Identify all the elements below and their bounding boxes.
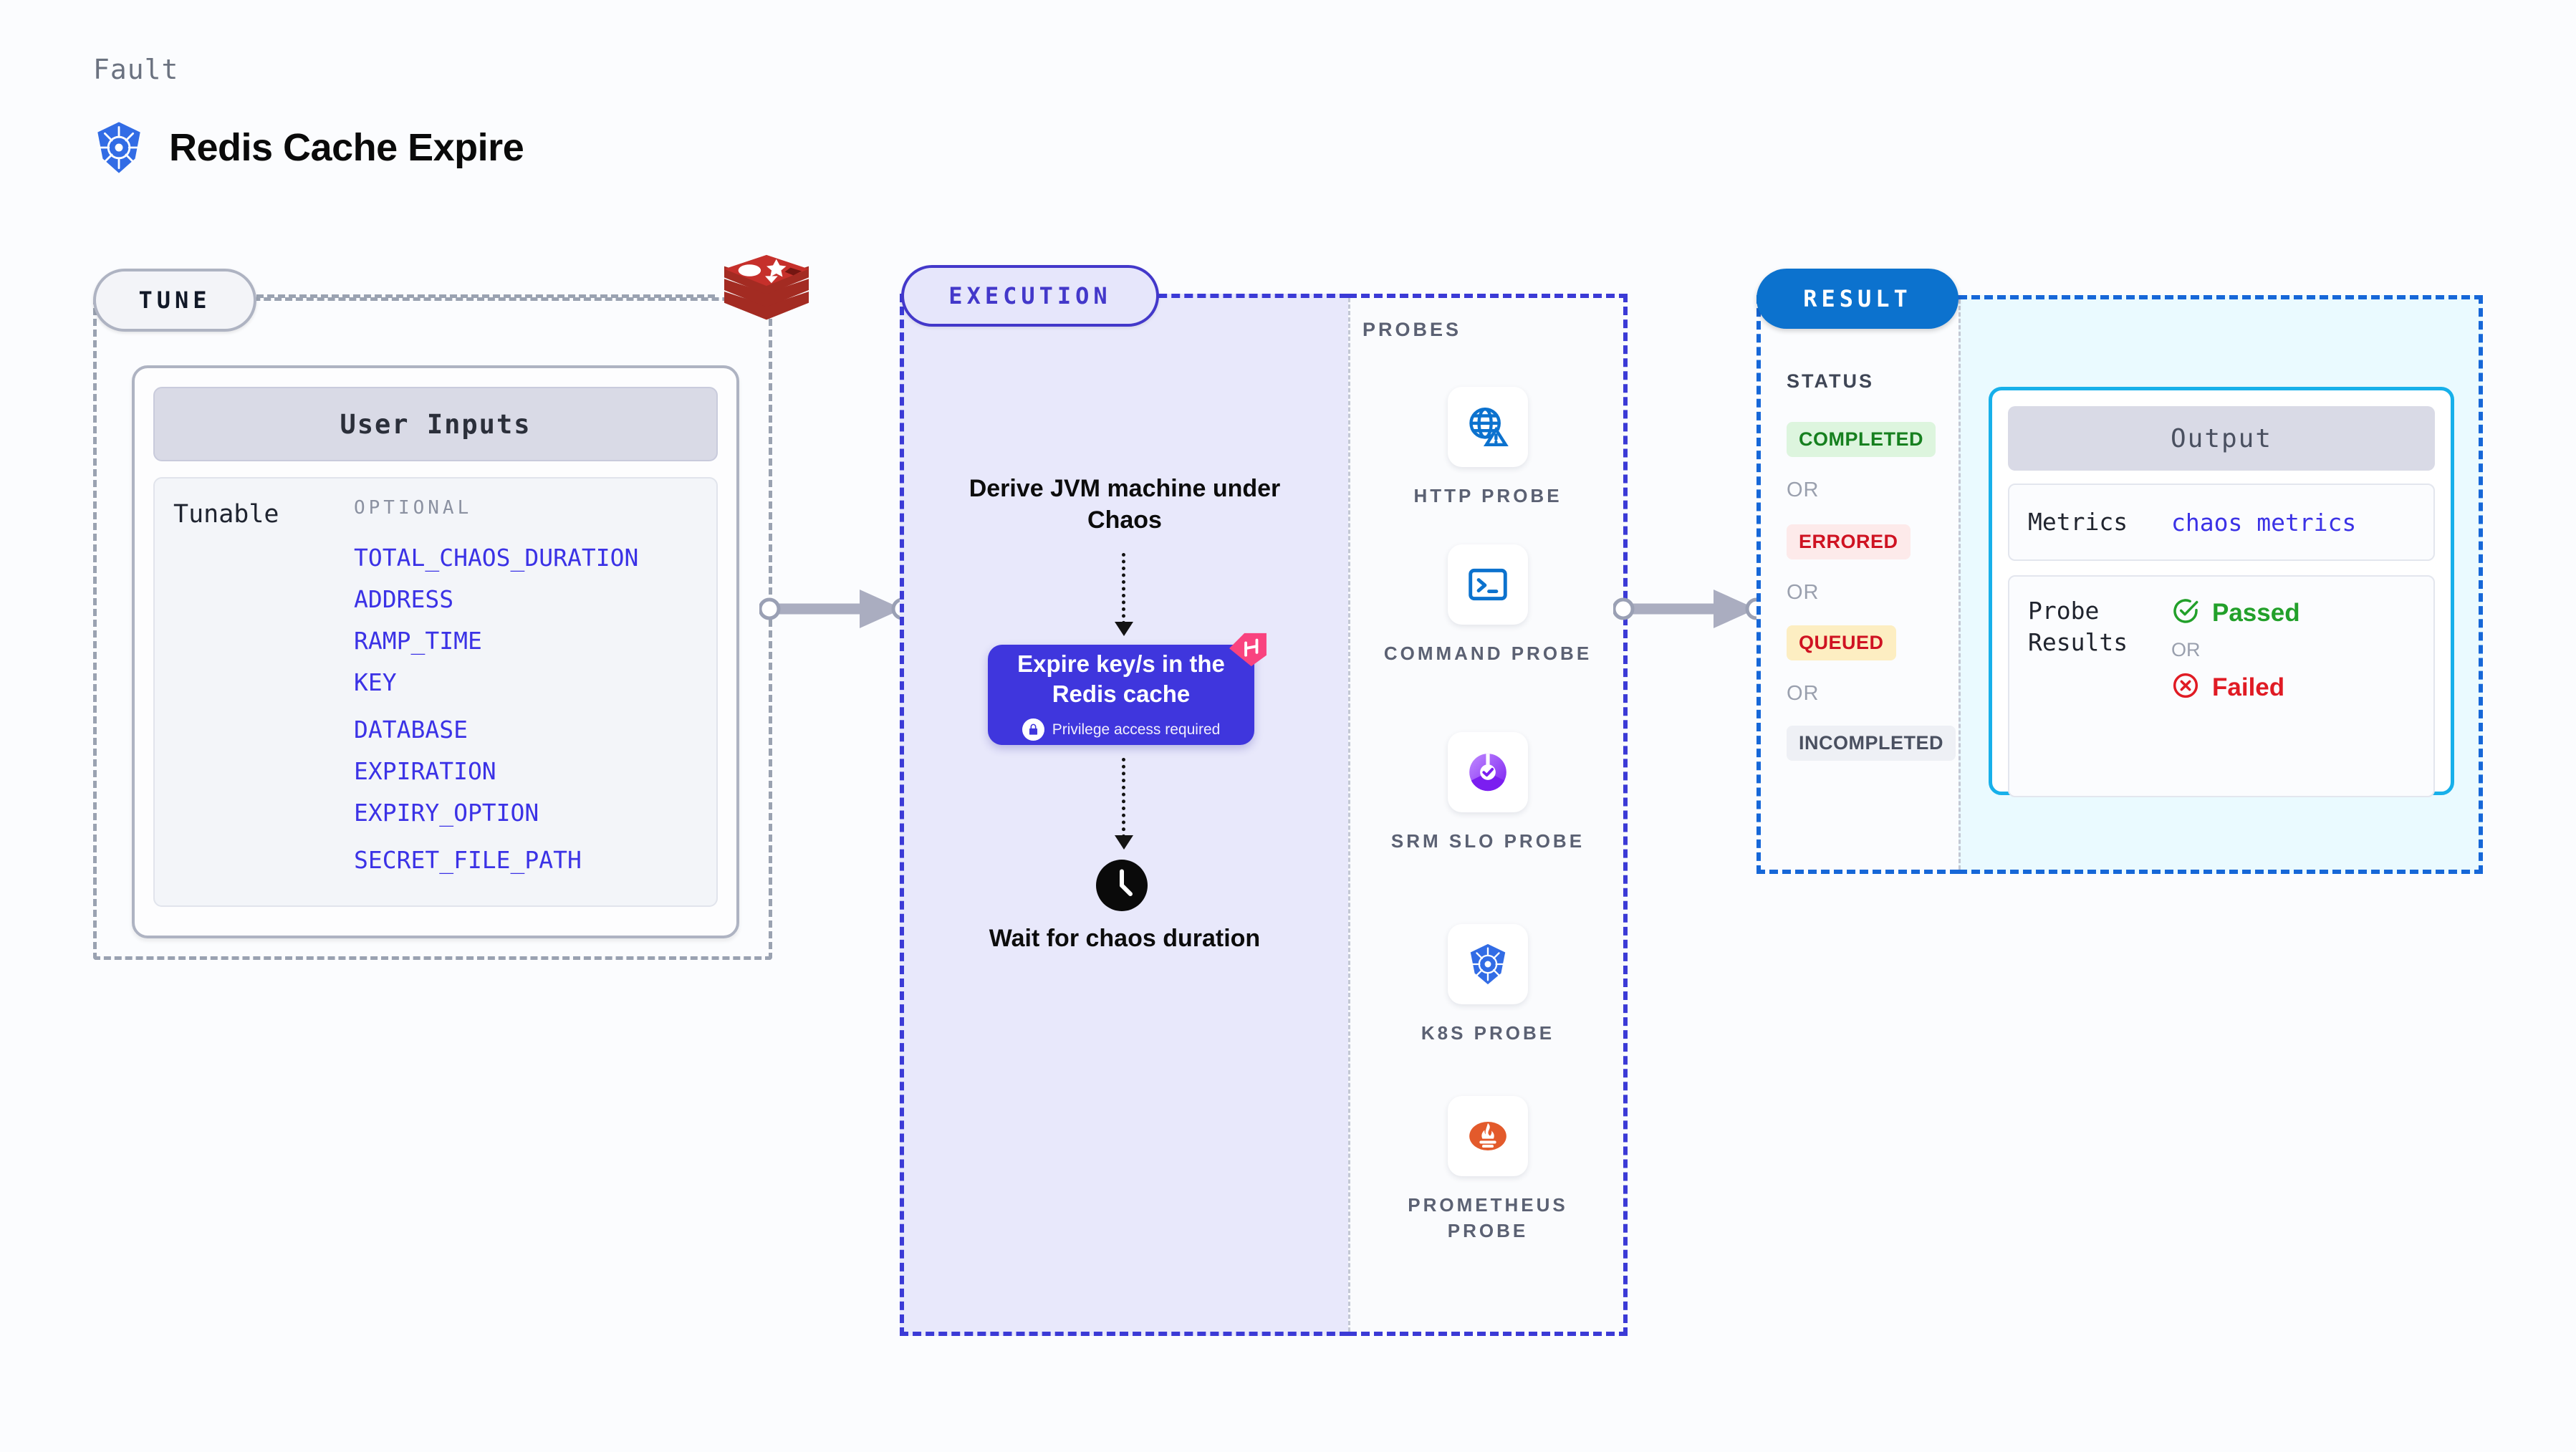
- execution-to-result-arrow: [1613, 590, 1768, 628]
- check-circle-icon: [2171, 597, 2200, 629]
- status-or-label: OR: [1787, 682, 1820, 705]
- status-or-label: OR: [1787, 581, 1820, 604]
- status-title: STATUS: [1787, 370, 1874, 392]
- result-pill: RESULT: [1756, 269, 1959, 329]
- probe-result-or-label: OR: [2171, 639, 2201, 660]
- execution-step-derive: Derive JVM machine under Chaos: [969, 475, 1281, 534]
- probe-item-prometheus[interactable]: PROMETHEUS PROBE: [1380, 1096, 1595, 1244]
- probe-result-passed: Passed: [2171, 597, 2300, 629]
- globe-warning-icon: [1448, 387, 1528, 467]
- probe-results-key: Probe Results: [2028, 597, 2128, 656]
- arrow-head-icon: [1115, 835, 1133, 850]
- page-title: Redis Cache Expire: [169, 126, 524, 169]
- status-badge-completed: COMPLETED: [1787, 422, 1936, 457]
- srm-slo-icon: [1448, 732, 1528, 812]
- execution-wait-title: Wait for chaos duration: [989, 925, 1261, 952]
- probe-item-command[interactable]: COMMAND PROBE: [1380, 544, 1595, 666]
- execution-pill: EXECUTION: [901, 265, 1159, 327]
- terminal-icon: [1448, 544, 1528, 625]
- probe-label: HTTP PROBE: [1413, 485, 1562, 506]
- tune-connector-line: [256, 294, 715, 298]
- x-circle-icon: [2171, 671, 2200, 703]
- probes-title: PROBES: [1363, 319, 1462, 340]
- tunable-section: Tunable OPTIONAL TOTAL_CHAOS_DURATION AD…: [153, 477, 718, 907]
- probe-label: PROMETHEUS PROBE: [1408, 1194, 1568, 1241]
- lock-icon: [1022, 718, 1044, 741]
- tunable-param[interactable]: SECRET_FILE_PATH: [354, 846, 582, 874]
- probes-divider: [1348, 298, 1350, 1332]
- user-inputs-card: User Inputs Tunable OPTIONAL TOTAL_CHAOS…: [132, 365, 739, 938]
- tunable-param[interactable]: KEY: [354, 668, 397, 696]
- result-divider: [1959, 299, 1961, 870]
- privilege-badge: Privilege access required: [1022, 718, 1221, 741]
- prometheus-icon: [1448, 1096, 1528, 1176]
- execution-action-card: Expire key/s in the Redis cache Privileg…: [988, 645, 1254, 745]
- kubernetes-icon: [1448, 924, 1528, 1004]
- probe-label: K8S PROBE: [1421, 1022, 1555, 1044]
- tunable-param[interactable]: EXPIRY_OPTION: [354, 799, 539, 827]
- probe-label: SRM SLO PROBE: [1390, 830, 1585, 852]
- tunable-param[interactable]: ADDRESS: [354, 585, 454, 613]
- probe-result-failed: Failed: [2171, 671, 2300, 703]
- tunable-param[interactable]: DATABASE: [354, 716, 468, 744]
- failed-label: Failed: [2212, 673, 2285, 701]
- tunable-param[interactable]: RAMP_TIME: [354, 627, 482, 655]
- harness-ribbon-icon: [1226, 632, 1268, 668]
- output-metrics-row: Metrics chaos metrics: [2008, 484, 2435, 561]
- status-badge-errored: ERRORED: [1787, 524, 1911, 559]
- tunable-param[interactable]: TOTAL_CHAOS_DURATION: [354, 544, 639, 572]
- tune-region: [93, 297, 772, 960]
- privilege-badge-label: Privilege access required: [1052, 721, 1221, 738]
- tunable-row-label: Tunable: [173, 500, 279, 529]
- probe-label: COMMAND PROBE: [1383, 643, 1592, 664]
- tunable-param[interactable]: EXPIRATION: [354, 757, 496, 785]
- status-badge-incompleted: INCOMPLETED: [1787, 726, 1956, 761]
- page-header: Redis Cache Expire: [92, 120, 524, 175]
- metrics-value[interactable]: chaos metrics: [2171, 508, 2357, 537]
- probe-item-http[interactable]: HTTP PROBE: [1380, 387, 1595, 509]
- status-badge-queued: QUEUED: [1787, 625, 1896, 660]
- tune-pill: TUNE: [93, 269, 256, 332]
- flow-connector-1: [1122, 553, 1125, 625]
- user-inputs-heading: User Inputs: [153, 387, 718, 461]
- metrics-key: Metrics: [2028, 508, 2128, 536]
- optional-group-label: OPTIONAL: [354, 497, 473, 519]
- result-status-region: [1756, 295, 1959, 874]
- passed-label: Passed: [2212, 598, 2300, 627]
- output-heading: Output: [2008, 406, 2435, 471]
- output-card: Output Metrics chaos metrics Probe Resul…: [1989, 387, 2454, 797]
- status-or-label: OR: [1787, 479, 1820, 501]
- flow-connector-2: [1122, 758, 1125, 838]
- kubernetes-icon: [92, 120, 146, 175]
- tune-to-execution-arrow: [759, 590, 914, 628]
- probe-item-k8s[interactable]: K8S PROBE: [1380, 924, 1595, 1046]
- execution-action-title: Expire key/s in the Redis cache: [1017, 650, 1225, 707]
- redis-logo-icon: [716, 249, 817, 334]
- clock-icon: [1096, 860, 1148, 911]
- probe-item-srm-slo[interactable]: SRM SLO PROBE: [1380, 732, 1595, 854]
- page-kicker: Fault: [93, 54, 179, 85]
- output-probe-results-row: Probe Results Passed OR: [2008, 575, 2435, 797]
- arrow-head-icon: [1115, 622, 1133, 636]
